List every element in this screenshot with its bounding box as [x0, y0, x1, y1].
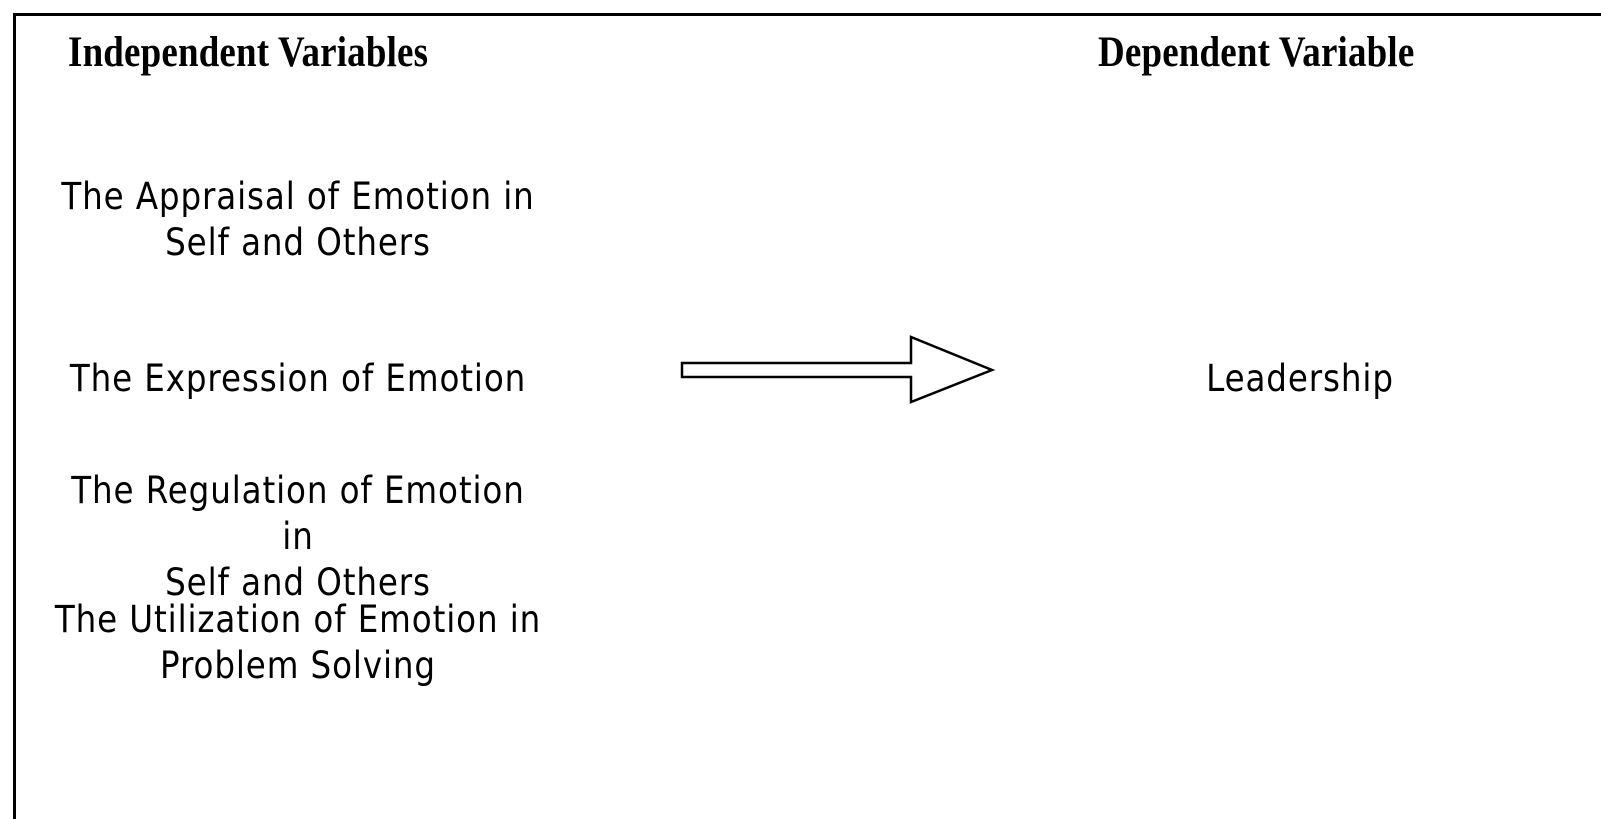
- right-arrow-icon: [680, 335, 996, 404]
- diagram-frame: [13, 13, 1601, 819]
- independent-variables-heading: Independent Variables: [68, 29, 429, 76]
- independent-variable-expression: The Expression of Emotion: [69, 357, 527, 400]
- dependent-variable-heading: Dependent Variable: [1098, 29, 1415, 76]
- independent-variable-regulation: The Regulation of Emotion in Self and Ot…: [71, 469, 525, 604]
- independent-variable-appraisal: The Appraisal of Emotion in Self and Oth…: [61, 175, 535, 264]
- dependent-variable-leadership: Leadership: [1206, 357, 1394, 400]
- independent-variable-utilization: The Utilization of Emotion in Problem So…: [54, 598, 542, 687]
